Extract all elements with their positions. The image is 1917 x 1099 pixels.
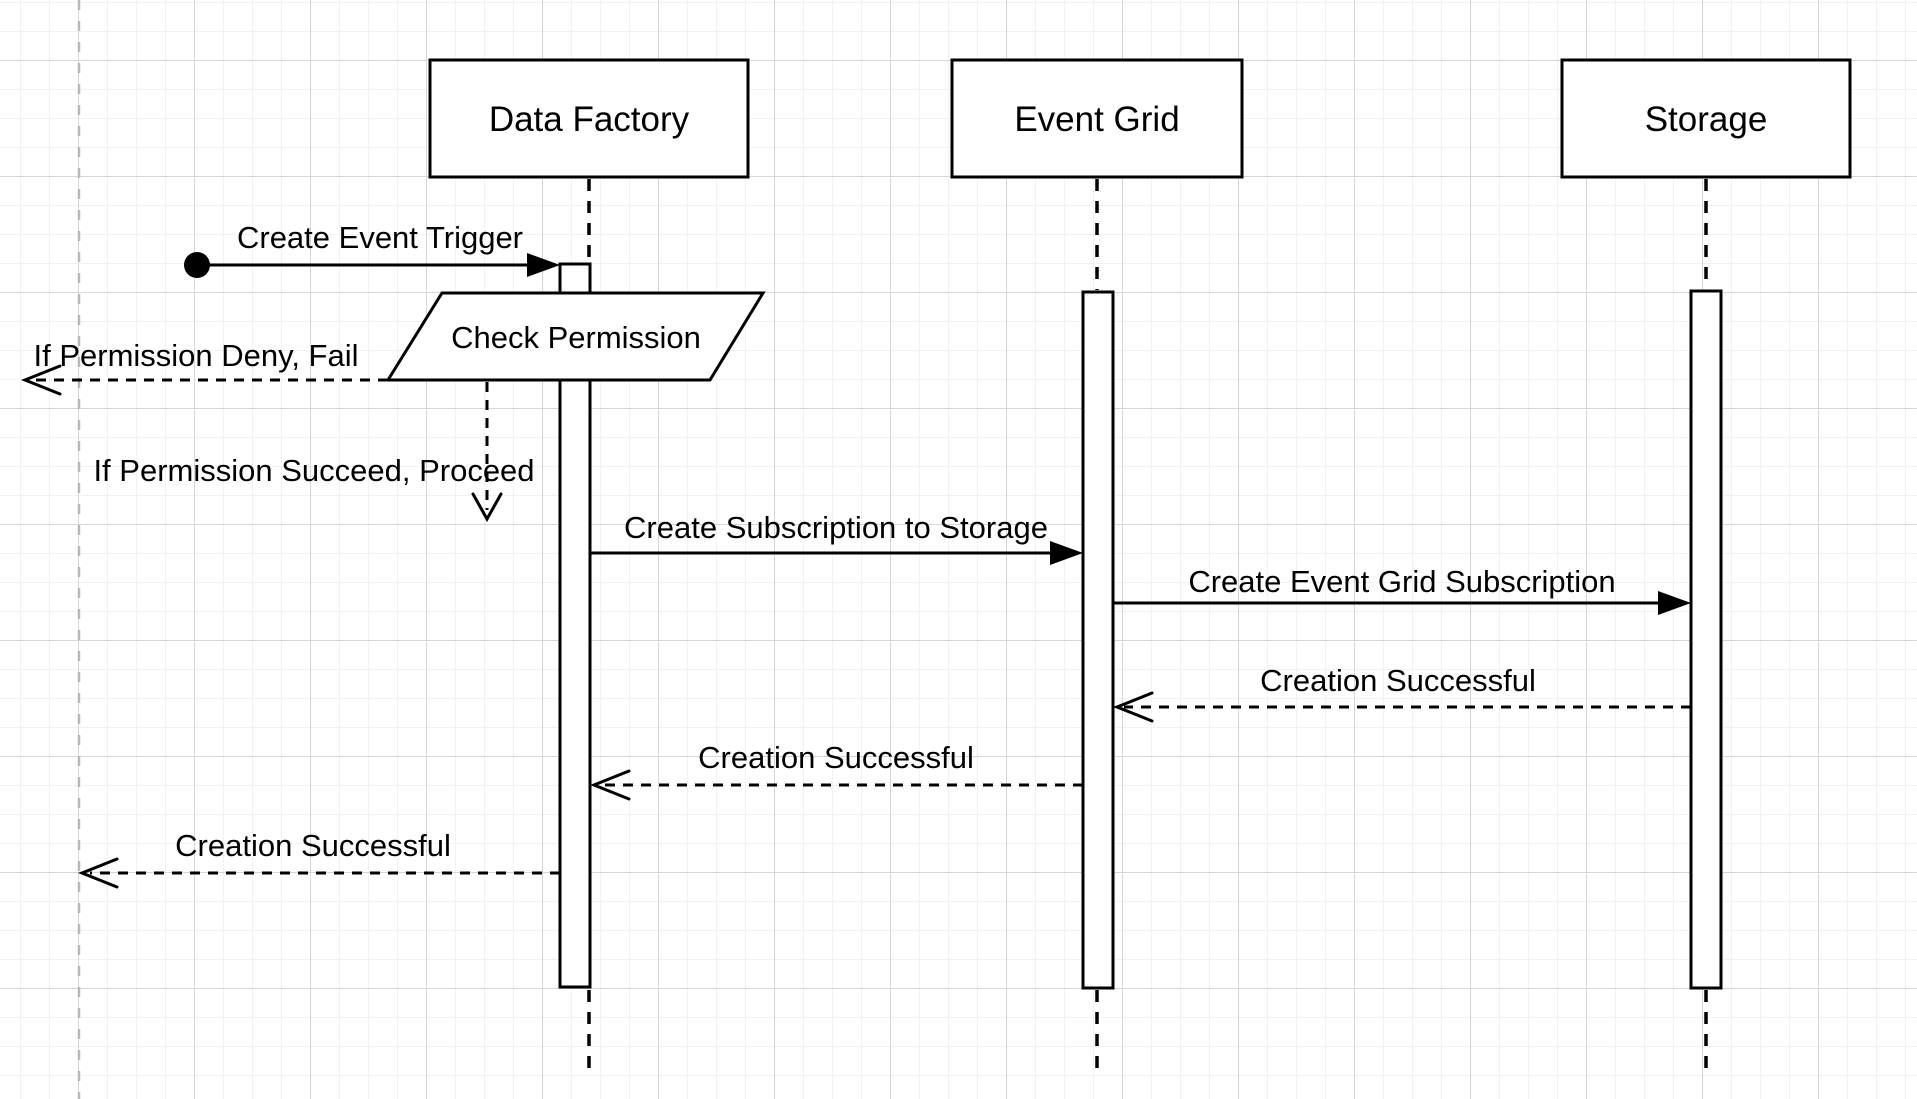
actor-box[interactable] xyxy=(428,58,750,179)
arrowhead-open-icon xyxy=(1112,691,1154,723)
message-label: If Permission Succeed, Proceed xyxy=(93,453,534,488)
message-label: Creation Successful xyxy=(175,828,451,863)
arrowhead-filled-icon xyxy=(1658,591,1691,615)
message-label: Creation Successful xyxy=(1260,663,1536,698)
arrowhead-open-icon xyxy=(589,769,631,801)
activity-check-permission[interactable]: Check Permission xyxy=(385,291,766,382)
arrowhead-open-icon xyxy=(77,857,119,889)
parallelogram-shape[interactable] xyxy=(385,291,766,382)
actor-box[interactable] xyxy=(1560,58,1852,179)
activation-bar-data-factory[interactable] xyxy=(558,262,592,989)
message-label: Create Event Trigger xyxy=(237,220,523,255)
message-create-event-trigger[interactable]: Create Event Trigger xyxy=(184,220,560,278)
activation-bar-storage[interactable] xyxy=(1689,289,1723,990)
activation-bar-event-grid[interactable] xyxy=(1081,290,1115,990)
message-permission-deny[interactable]: If Permission Deny, Fail xyxy=(20,338,388,396)
actor-box[interactable] xyxy=(950,58,1244,179)
actor-label: Storage xyxy=(1645,100,1768,139)
arrowhead-open-icon xyxy=(20,364,62,396)
message-create-subscription-to-storage[interactable]: Create Subscription to Storage xyxy=(590,510,1083,565)
message-label: Create Event Grid Subscription xyxy=(1188,564,1615,599)
message-label: If Permission Deny, Fail xyxy=(33,338,358,373)
actor-label: Event Grid xyxy=(1014,100,1179,139)
actor-storage[interactable]: Storage xyxy=(1560,58,1852,179)
arrowhead-open-icon xyxy=(471,492,503,523)
message-label: Creation Successful xyxy=(698,740,974,775)
message-creation-successful-data-factory[interactable]: Creation Successful xyxy=(77,828,560,889)
message-creation-successful-event-grid[interactable]: Creation Successful xyxy=(589,740,1083,801)
arrowhead-filled-icon xyxy=(527,253,560,277)
actor-label: Data Factory xyxy=(489,100,690,139)
actor-data-factory[interactable]: Data Factory xyxy=(428,58,750,179)
actor-event-grid[interactable]: Event Grid xyxy=(950,58,1244,179)
message-label: Create Subscription to Storage xyxy=(624,510,1048,545)
activity-label: Check Permission xyxy=(451,320,701,355)
message-permission-succeed[interactable]: If Permission Succeed, Proceed xyxy=(93,382,535,523)
message-create-event-grid-subscription[interactable]: Create Event Grid Subscription xyxy=(1113,564,1691,615)
message-creation-successful-storage[interactable]: Creation Successful xyxy=(1112,663,1691,723)
arrowhead-filled-icon xyxy=(1050,541,1083,565)
